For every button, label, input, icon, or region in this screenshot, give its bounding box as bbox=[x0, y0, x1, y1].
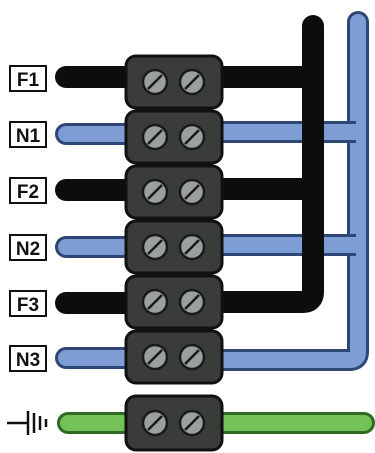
screw-icon bbox=[178, 68, 206, 96]
label-n3-text: N3 bbox=[16, 350, 40, 371]
terminal-labels: F1 N1 F2 N2 F3 N3 bbox=[7, 65, 48, 435]
terminal-block-f2 bbox=[124, 164, 224, 220]
label-n2-text: N2 bbox=[16, 239, 40, 260]
terminal-blocks bbox=[124, 54, 224, 452]
screw-icon bbox=[178, 288, 206, 316]
terminal-block-f1 bbox=[124, 54, 224, 110]
screw-icon bbox=[141, 68, 169, 96]
screw-icon bbox=[141, 409, 169, 437]
label-n1: N1 bbox=[9, 121, 47, 148]
label-f3-text: F3 bbox=[17, 295, 39, 316]
terminal-block-n3 bbox=[124, 329, 224, 385]
terminal-block-ground bbox=[124, 394, 224, 452]
label-n1-text: N1 bbox=[16, 126, 41, 147]
screw-icon bbox=[178, 233, 206, 261]
input-wires bbox=[55, 66, 375, 434]
label-n3: N3 bbox=[9, 345, 47, 372]
neutral-bus-wire-fill bbox=[212, 14, 366, 368]
screw-icon bbox=[178, 409, 206, 437]
screw-icon bbox=[141, 178, 169, 206]
screw-icon bbox=[141, 123, 169, 151]
terminal-block-f3 bbox=[124, 274, 224, 330]
screw-icon bbox=[141, 343, 169, 371]
ground-symbol-icon bbox=[7, 411, 48, 435]
bus-bars bbox=[209, 11, 369, 371]
label-f1: F1 bbox=[9, 65, 47, 92]
screw-icon bbox=[178, 123, 206, 151]
phase-bus-wire bbox=[209, 15, 324, 313]
terminal-block-n1 bbox=[124, 109, 224, 165]
screw-icon bbox=[141, 288, 169, 316]
terminal-block-n2 bbox=[124, 219, 224, 275]
label-f1-text: F1 bbox=[17, 70, 40, 91]
screw-icon bbox=[178, 178, 206, 206]
label-n2: N2 bbox=[9, 234, 47, 261]
screw-icon bbox=[178, 343, 206, 371]
label-f2: F2 bbox=[9, 177, 47, 204]
label-f2-text: F2 bbox=[17, 182, 39, 203]
label-f3: F3 bbox=[9, 290, 47, 317]
screw-icon bbox=[141, 233, 169, 261]
